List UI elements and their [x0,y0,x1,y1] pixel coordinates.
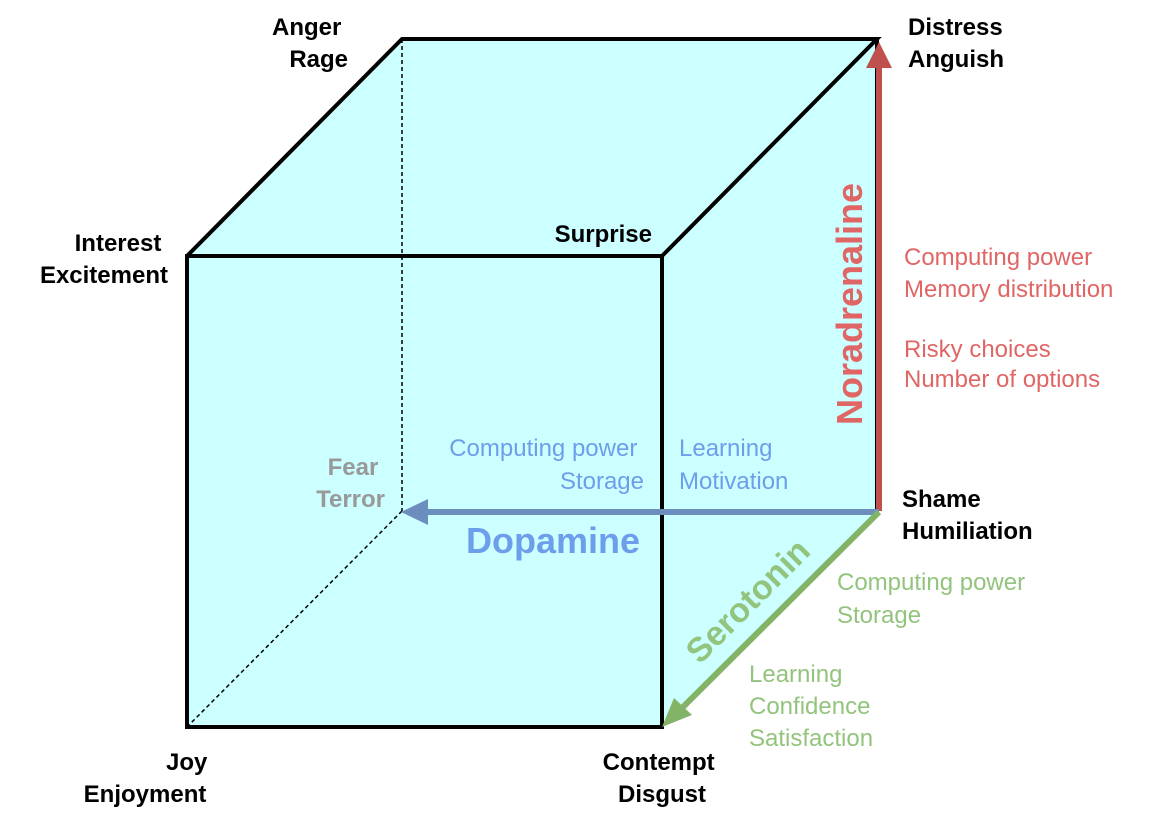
cube-front-face [187,256,662,727]
corner-fear-terror: Fear Terror [316,454,385,513]
noradrenaline-arrowhead [866,42,892,68]
noradrenaline-notes-1: Computing power Memory distribution [904,244,1113,303]
corner-contempt-disgust: Contempt Disgust [603,749,722,808]
dopamine-notes-1: Computing power Storage [449,435,644,495]
dopamine-arrowhead [401,499,428,525]
cube-front-edges [185,254,664,729]
dopamine-notes-2: Learning Motivation [679,435,788,495]
noradrenaline-label: Noradrenaline [829,183,870,425]
noradrenaline-notes-2: Risky choices Number of options [904,336,1100,393]
corner-distress-anguish: Distress Anguish [908,14,1009,73]
cube-top-edges [185,37,882,258]
cube-top-face [187,39,877,256]
corner-interest-excitement: Interest Excitement [40,230,168,289]
cube-right-face [662,39,877,727]
corner-shame-humiliation: Shame Humiliation [902,486,1033,545]
corner-joy-enjoyment: Joy Enjoyment [84,749,214,808]
serotonin-arrow [679,509,882,711]
corner-anger-rage: Anger Rage [272,14,348,73]
serotonin-notes-2: Learning Confidence Satisfaction [749,661,877,752]
dopamine-label: Dopamine [466,520,640,561]
serotonin-arrowhead [662,698,692,727]
serotonin-notes-1: Computing power Storage [837,569,1032,629]
hidden-edge-depth [186,510,403,728]
corner-surprise: Surprise [555,221,652,248]
